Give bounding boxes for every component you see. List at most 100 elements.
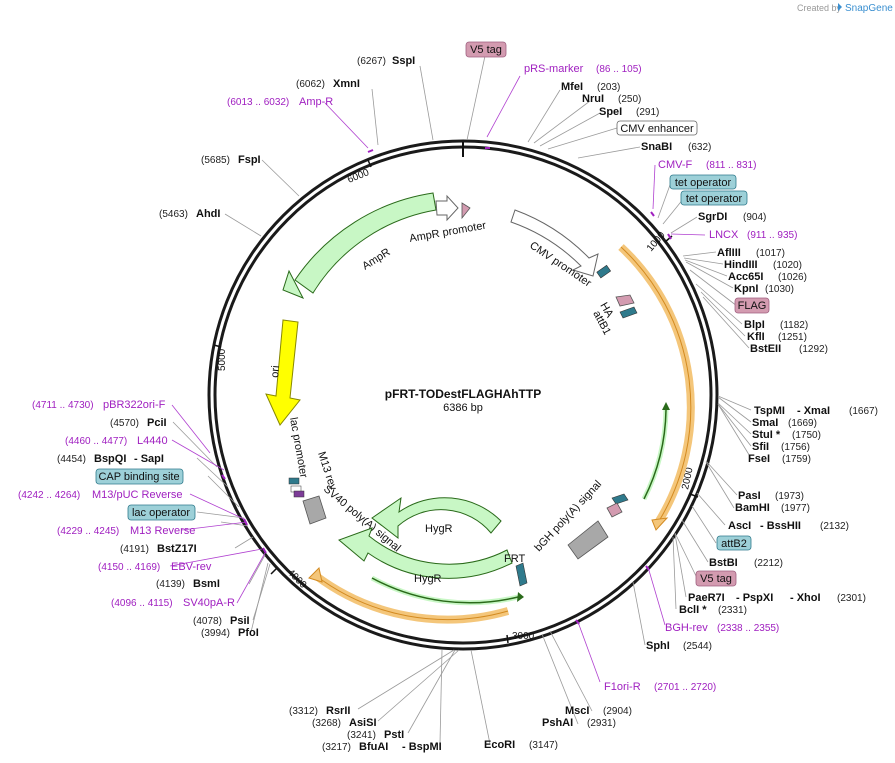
- hygr-arrow-inner: [371, 496, 502, 540]
- m13puc-range: (4242 .. 4264): [18, 490, 80, 501]
- snabi-name: SnaBI: [641, 141, 672, 153]
- ha-mark: [615, 294, 635, 307]
- sphi-name: SphI: [646, 640, 670, 652]
- xhoi-name: - XhoI: [790, 592, 821, 604]
- pbr322-name: pBR322ori-F: [103, 399, 166, 411]
- tet-operator-box-1: [669, 174, 737, 190]
- cap-binding-mark: [293, 490, 305, 498]
- pbr322-mark: [221, 474, 226, 480]
- sv40-polya-mark: [302, 495, 327, 525]
- m13rev-name: M13 Reverse: [130, 525, 195, 537]
- v5-tag-top-label: V5 tag: [470, 44, 502, 56]
- ampr-label: AmpR: [360, 246, 392, 272]
- rsrii-name: RsrII: [326, 705, 350, 717]
- f1ori-name: F1ori-R: [604, 681, 641, 693]
- psii-pos: (4078): [193, 616, 222, 627]
- bstbi-name: BstBI: [709, 557, 738, 569]
- bghrev-name: BGH-rev: [665, 622, 708, 634]
- cmvf-mark: [650, 211, 655, 217]
- credit-text: Created by: [797, 3, 842, 13]
- cap-binding-label: CAP binding site: [98, 471, 179, 483]
- fsei-name: FseI: [748, 453, 770, 465]
- attb2-box: [716, 535, 752, 551]
- pcii-name: PciI: [147, 417, 167, 429]
- green-arrow-bottom: [370, 575, 524, 606]
- lac-operator-mark: [288, 477, 300, 485]
- m13rev-range: (4229 .. 4245): [57, 526, 119, 537]
- lncx-range: (911 .. 935): [747, 230, 797, 241]
- bstbi-pos: (2212): [754, 558, 783, 569]
- m13puc-name: M13/pUC Reverse: [92, 489, 182, 501]
- attb1-mark: [619, 306, 638, 319]
- sfii-pos: (1756): [781, 442, 810, 453]
- lac-promoter-label: lac promoter: [287, 416, 309, 479]
- hindiii-name: HindIII: [724, 259, 758, 271]
- l4440-name: L4440: [137, 435, 168, 447]
- kpni-pos: (1030): [765, 284, 794, 295]
- tick-4000: [270, 567, 278, 575]
- sspi-pos: (6267): [357, 56, 386, 67]
- snapgene-logo-icon: [838, 3, 842, 11]
- primer-leader-lines: [169, 75, 706, 683]
- blpi-pos: (1182): [780, 320, 808, 331]
- tick-label-3000: 3000: [512, 631, 535, 642]
- amp-r-range: (6013 .. 6032): [227, 97, 289, 108]
- pbr322-range: (4711 .. 4730): [32, 400, 94, 411]
- frt-label: FRT: [504, 553, 525, 565]
- ori-label: ori: [269, 365, 282, 378]
- pasi-pos: (1973): [775, 491, 804, 502]
- l4440-range: (4460 .. 4477): [65, 436, 127, 447]
- tet-operator-box-2: [680, 190, 748, 206]
- ebv-range: (4150 .. 4169): [98, 562, 160, 573]
- tick-2000: [689, 493, 699, 498]
- tick-6000: [367, 159, 372, 168]
- sv40pa-range: (4096 .. 4115): [111, 598, 173, 609]
- hygr-label-1: HygR: [425, 523, 453, 535]
- bamhi-name: BamHI: [735, 502, 770, 514]
- tick-label-5000: 5000: [217, 348, 228, 371]
- flag-box: [734, 297, 770, 314]
- f1ori-range: (2701 .. 2720): [654, 682, 716, 693]
- spei-name: SpeI: [599, 106, 622, 118]
- ebv-name: EBV-rev: [171, 561, 212, 573]
- smai-name: SmaI: [752, 417, 778, 429]
- orange-band-bottom: [308, 566, 510, 624]
- bsmi-name: BsmI: [193, 578, 220, 590]
- bgh-polya-mark: [567, 520, 609, 560]
- orange-band-right: [618, 244, 695, 531]
- pcii-pos: (4570): [110, 418, 139, 429]
- fspi-pos: (5685): [201, 155, 230, 166]
- psti-pos: (3241): [347, 730, 376, 741]
- ebv-mark: [262, 547, 267, 554]
- acc65i-pos: (1026): [778, 272, 807, 283]
- pfoi-name: PfoI: [238, 627, 259, 639]
- xmni-name: XmnI: [333, 78, 360, 90]
- bcli-pos: (2331): [718, 605, 747, 616]
- v5-mark: [606, 502, 623, 518]
- ampr-arrow: [282, 192, 437, 299]
- xmni-pos: (6062): [296, 79, 325, 90]
- xmai-name: - XmaI: [797, 405, 830, 417]
- pshai-name: PshAI: [542, 717, 573, 729]
- blpi-name: BlpI: [744, 319, 765, 331]
- ahdi-pos: (5463): [159, 209, 188, 220]
- ampr-promoter-arrow: [435, 194, 471, 222]
- acc65i-name: Acc65I: [728, 271, 763, 283]
- tet-operator-label-1: tet operator: [675, 177, 732, 189]
- tet-operator-label-2: tet operator: [686, 193, 743, 205]
- v5-tag-bottom-box: [695, 570, 737, 587]
- psti-name: PstI: [384, 729, 404, 741]
- cmv-f-range: (811 .. 831): [706, 160, 756, 171]
- sgrdi-pos: (904): [743, 212, 766, 223]
- bspqi-name: BspQI: [94, 453, 126, 465]
- sspi-name: SspI: [392, 55, 415, 67]
- attb2-label: attB2: [721, 538, 747, 550]
- cmv-enhancer-label: CMV enhancer: [620, 123, 694, 135]
- tick-5000: [213, 344, 222, 348]
- hindiii-pos: (1020): [773, 260, 802, 271]
- bspqi-pos: (4454): [57, 454, 86, 465]
- flag-label: FLAG: [738, 300, 767, 312]
- kfli-pos: (1251): [778, 332, 807, 343]
